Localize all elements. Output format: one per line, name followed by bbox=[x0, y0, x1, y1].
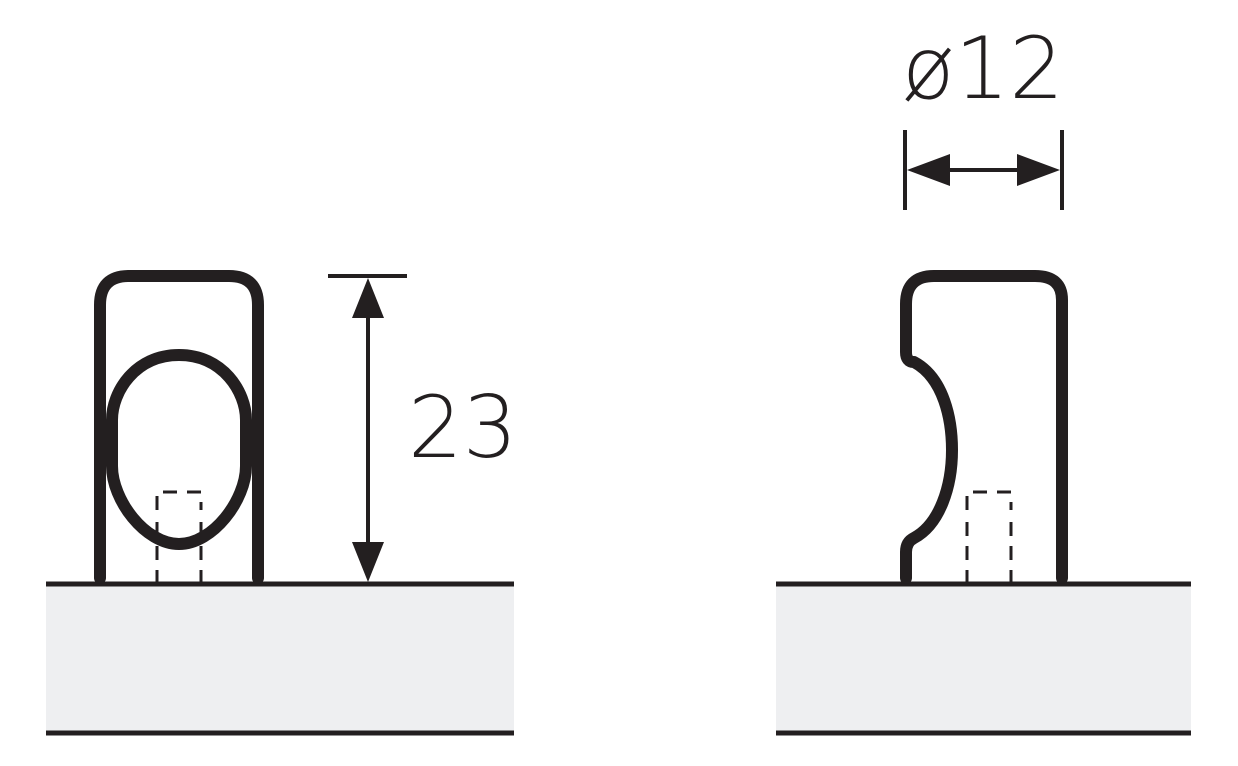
arrow-left-icon bbox=[907, 154, 950, 186]
knob-front-view bbox=[94, 270, 264, 584]
hidden-screw-insert-side bbox=[965, 490, 1013, 510]
height-dimension: 23 bbox=[328, 274, 517, 582]
height-label: 23 bbox=[408, 378, 517, 478]
knob-front-outline bbox=[94, 270, 264, 584]
left-panel bbox=[46, 581, 514, 736]
arrow-right-icon bbox=[1017, 154, 1060, 186]
knob-side-view bbox=[900, 270, 1068, 584]
hidden-screw-insert-front bbox=[155, 490, 203, 510]
arrow-up-icon bbox=[352, 278, 384, 318]
right-panel bbox=[776, 581, 1191, 736]
knob-front-recess bbox=[106, 349, 252, 550]
diameter-dimension: ø12 bbox=[902, 19, 1064, 210]
knob-side-outline bbox=[900, 270, 1068, 584]
diameter-label: ø12 bbox=[902, 19, 1064, 119]
arrow-down-icon bbox=[352, 542, 384, 582]
